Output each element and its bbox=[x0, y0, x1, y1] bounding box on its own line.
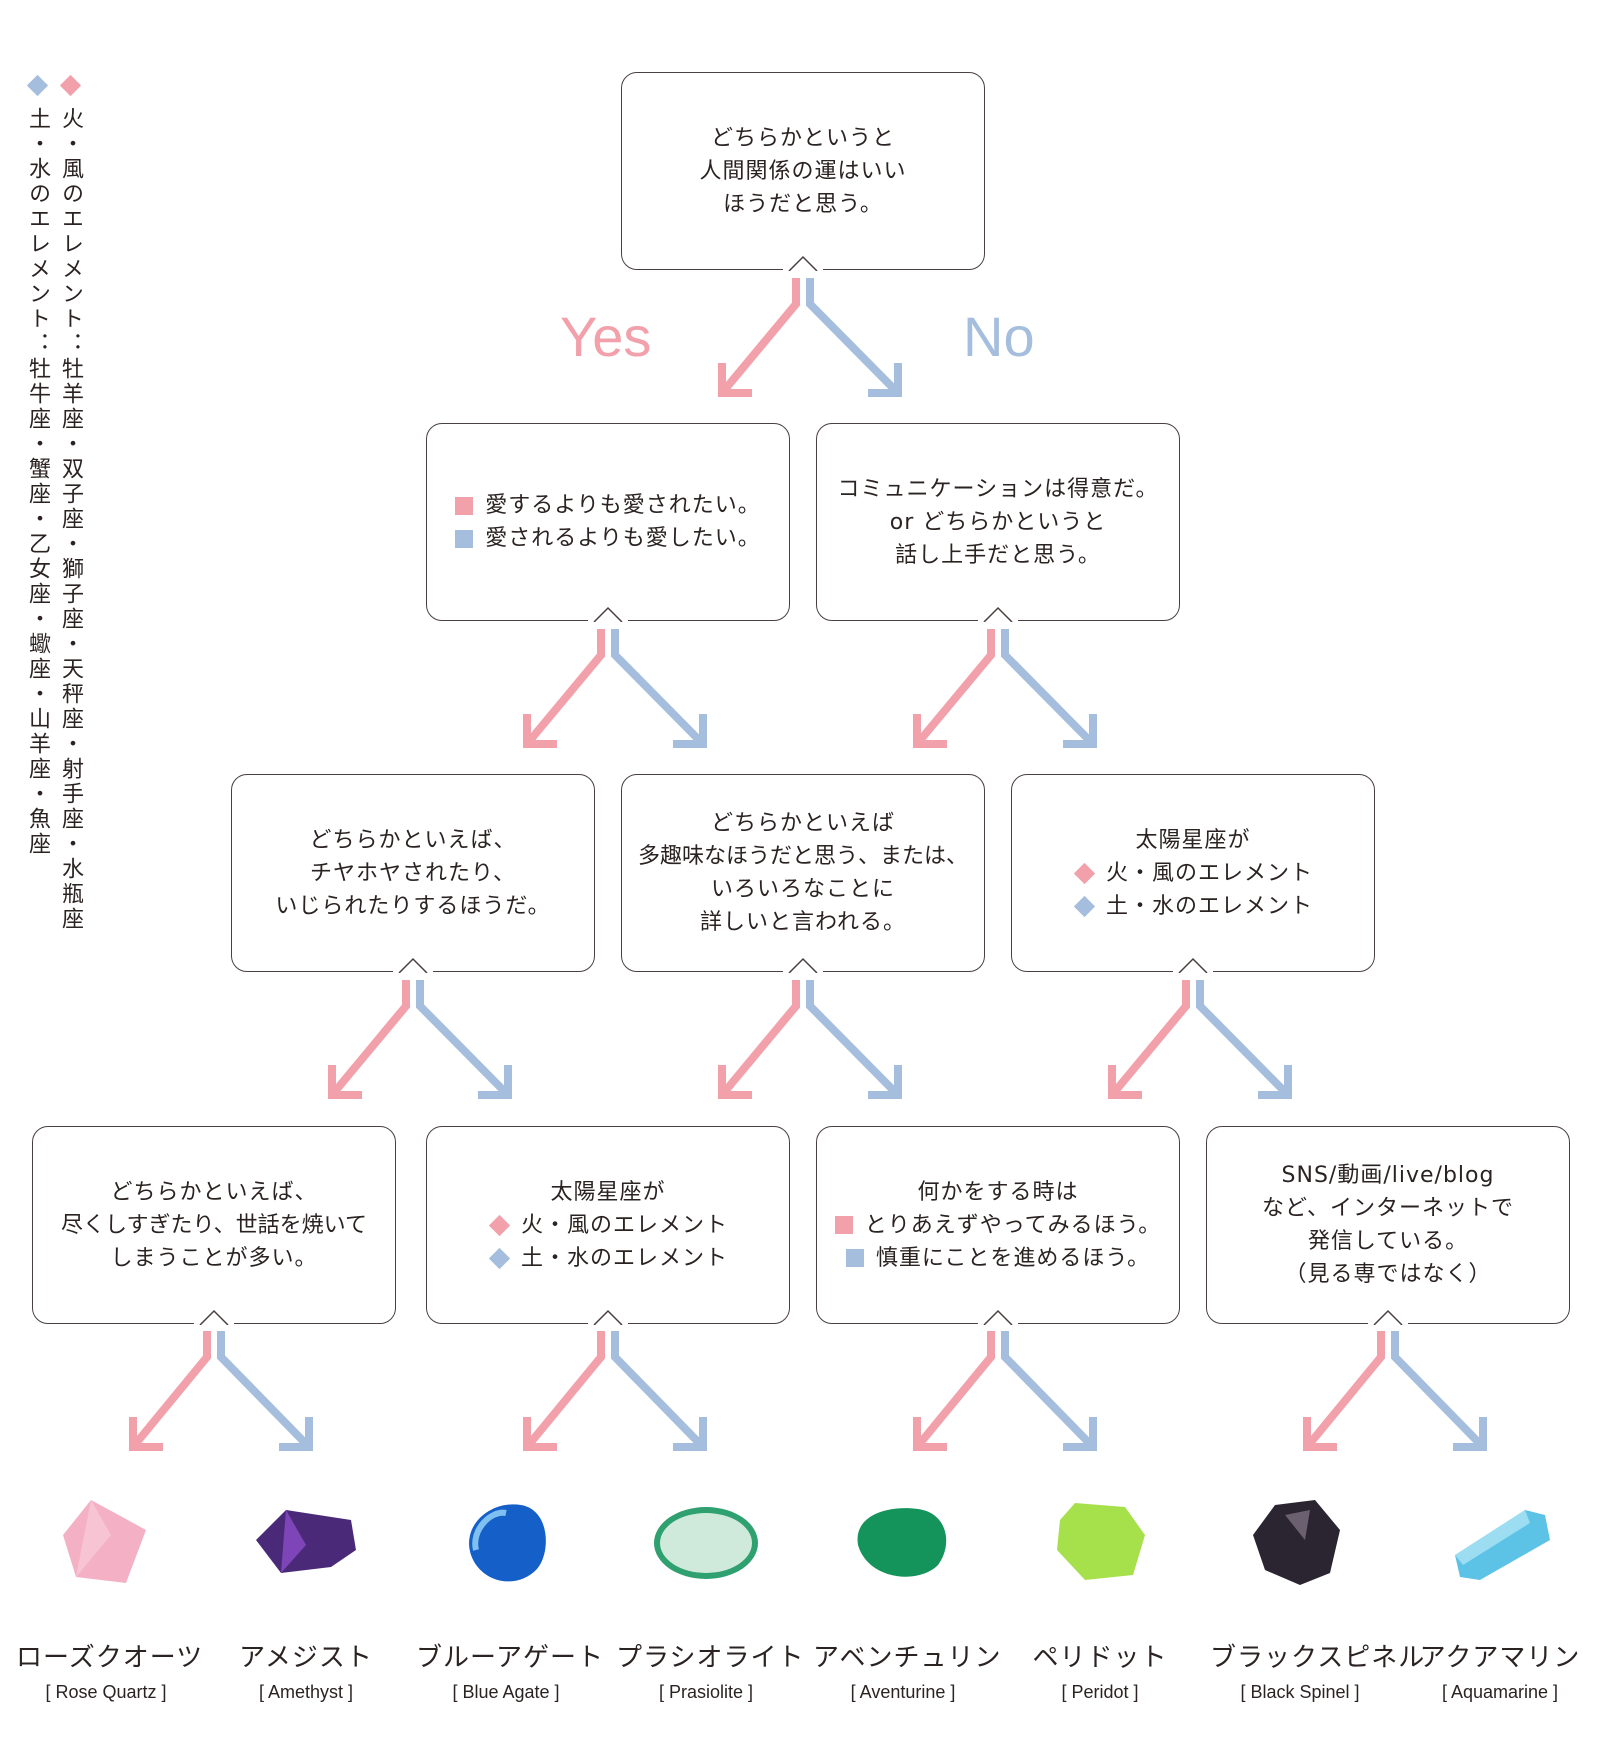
prasiolite-gem-icon bbox=[654, 1507, 758, 1579]
no-arrow-icon bbox=[806, 980, 902, 1099]
result-item: アメジスト [ Amethyst ] bbox=[216, 1495, 396, 1703]
aventurine-gem-icon bbox=[857, 1508, 947, 1577]
option-pink: 火・風のエレメント bbox=[1073, 857, 1313, 890]
option-blue: 愛されるよりも愛したい。 bbox=[455, 522, 761, 555]
result-item: ブラックスピネル [ Black Spinel ] bbox=[1210, 1495, 1426, 1703]
option-blue: 土・水のエレメント bbox=[488, 1242, 728, 1275]
question-3b: どちらかといえば 多趣味なほうだと思う、または、 いろいろなことに 詳しいと言わ… bbox=[621, 774, 985, 973]
notch-icon bbox=[978, 1303, 1018, 1325]
notch-icon bbox=[978, 600, 1018, 622]
notch-icon bbox=[588, 600, 628, 622]
no-arrow-icon bbox=[1196, 980, 1292, 1099]
pink-square-icon bbox=[834, 1216, 853, 1234]
result-item: ローズクオーツ [ Rose Quartz ] bbox=[16, 1495, 204, 1703]
no-arrow-icon bbox=[806, 278, 902, 397]
question-4d: SNS/動画/live/blog など、インターネットで 発信している。 （見る… bbox=[1206, 1126, 1570, 1325]
no-arrow-icon bbox=[1391, 1331, 1487, 1451]
result-item: ペリドット [ Peridot ] bbox=[1010, 1495, 1190, 1703]
yes-label: Yes bbox=[560, 305, 652, 368]
question-3c: 太陽星座が 火・風のエレメント 土・水のエレメント bbox=[1011, 774, 1375, 973]
blue-diamond-icon bbox=[488, 1247, 511, 1269]
yes-arrow-icon bbox=[718, 278, 800, 397]
result-item: アベンチュリン [ Aventurine ] bbox=[813, 1495, 1002, 1703]
no-arrow-icon bbox=[611, 629, 707, 748]
yes-arrow-icon bbox=[129, 1331, 211, 1451]
gem-name-jp: アクアマリン bbox=[1419, 1643, 1581, 1673]
gem-name-en: [ Peridot ] bbox=[1061, 1682, 1139, 1702]
gem-name-en: [ Rose Quartz ] bbox=[45, 1682, 167, 1702]
blue-agate-gem-icon bbox=[469, 1504, 546, 1582]
gem-name-jp: ペリドット bbox=[1032, 1643, 1168, 1673]
yes-arrow-icon bbox=[1108, 980, 1190, 1099]
option-pink: 愛するよりも愛されたい。 bbox=[455, 489, 761, 522]
option-pink: とりあえずやってみるほう。 bbox=[834, 1209, 1162, 1242]
notch-icon bbox=[783, 249, 823, 271]
no-arrow-icon bbox=[416, 980, 512, 1099]
no-arrow-icon bbox=[217, 1331, 313, 1451]
question-4c: 何かをする時は とりあえずやってみるほう。 慎重にことを進めるほう。 bbox=[816, 1126, 1180, 1325]
yes-arrow-icon bbox=[913, 629, 995, 748]
question-4a: どちらかといえば、 尽くしすぎたり、世話を焼いて しまうことが多い。 bbox=[32, 1126, 396, 1325]
gem-name-jp: ローズクオーツ bbox=[16, 1643, 204, 1673]
legend-earth-water: 土・水のエレメント：牡牛座・蟹座・乙女座・蠍座・山羊座・魚座 bbox=[22, 74, 52, 857]
result-item: ブルーアゲート [ Blue Agate ] bbox=[416, 1495, 604, 1703]
gem-name-jp: ブルーアゲート bbox=[416, 1643, 604, 1673]
yes-arrow-icon bbox=[913, 1331, 995, 1451]
gem-name-jp: ブラックスピネル bbox=[1210, 1643, 1426, 1673]
gem-name-en: [ Prasiolite ] bbox=[658, 1682, 754, 1702]
question-2a: 愛するよりも愛されたい。 愛されるよりも愛したい。 bbox=[426, 423, 790, 622]
no-label: No bbox=[963, 305, 1035, 368]
gem-name-en: [ Aventurine ] bbox=[850, 1682, 956, 1702]
notch-icon bbox=[588, 1303, 628, 1325]
question-4b: 太陽星座が 火・風のエレメント 土・水のエレメント bbox=[426, 1126, 790, 1325]
aquamarine-gem-icon bbox=[1455, 1510, 1550, 1580]
option-blue: 慎重にことを進めるほう。 bbox=[845, 1242, 1150, 1275]
pink-diamond-icon bbox=[1073, 862, 1096, 884]
amethyst-gem-icon bbox=[256, 1510, 356, 1573]
gem-name-en: [ Aquamarine ] bbox=[1441, 1682, 1559, 1702]
notch-icon bbox=[194, 1303, 234, 1325]
no-arrow-icon bbox=[611, 1331, 707, 1451]
notch-icon bbox=[1173, 951, 1213, 973]
yes-arrow-icon bbox=[523, 629, 605, 748]
yes-arrow-icon bbox=[523, 1331, 605, 1451]
gem-name-en: [ Black Spinel ] bbox=[1240, 1682, 1360, 1702]
no-arrow-icon bbox=[1001, 1331, 1097, 1451]
gem-name-en: [ Blue Agate ] bbox=[452, 1682, 560, 1702]
result-item: アクアマリン [ Aquamarine ] bbox=[1410, 1495, 1590, 1703]
yes-arrow-icon bbox=[328, 980, 410, 1099]
option-blue: 土・水のエレメント bbox=[1073, 890, 1313, 923]
question-1: どちらかというと 人間関係の運はいい ほうだと思う。 bbox=[621, 72, 985, 271]
notch-icon bbox=[393, 951, 433, 973]
gem-name-en: [ Amethyst ] bbox=[258, 1682, 354, 1702]
blue-diamond-icon bbox=[1073, 895, 1096, 917]
gem-name-jp: プラシオライト bbox=[616, 1643, 805, 1673]
pink-square-icon bbox=[455, 496, 474, 515]
no-arrow-icon bbox=[1001, 629, 1097, 748]
option-pink: 火・風のエレメント bbox=[488, 1209, 728, 1242]
question-3a: どちらかといえば、 チヤホヤされたり、 いじられたりするほうだ。 bbox=[231, 774, 595, 973]
question-2b: コミュニケーションは得意だ。 or どちらかというと 話し上手だと思う。 bbox=[816, 423, 1180, 622]
peridot-gem-icon bbox=[1057, 1503, 1145, 1580]
yes-arrow-icon bbox=[1303, 1331, 1385, 1451]
notch-icon bbox=[1368, 1303, 1408, 1325]
black-spinel-gem-icon bbox=[1253, 1500, 1340, 1585]
yes-arrow-icon bbox=[718, 980, 800, 1099]
notch-icon bbox=[783, 951, 823, 973]
result-item: プラシオライト [ Prasiolite ] bbox=[616, 1495, 805, 1703]
legend-fire-air: 火・風のエレメント：牡羊座・双子座・獅子座・天秤座・射手座・水瓶座 bbox=[55, 74, 85, 932]
blue-square-icon bbox=[845, 1249, 864, 1267]
gem-name-jp: アベンチュリン bbox=[813, 1643, 1002, 1673]
gem-name-jp: アメジスト bbox=[239, 1643, 373, 1673]
rose-quartz-gem-icon bbox=[63, 1500, 146, 1583]
blue-square-icon bbox=[455, 529, 474, 548]
pink-diamond-icon bbox=[488, 1214, 511, 1236]
